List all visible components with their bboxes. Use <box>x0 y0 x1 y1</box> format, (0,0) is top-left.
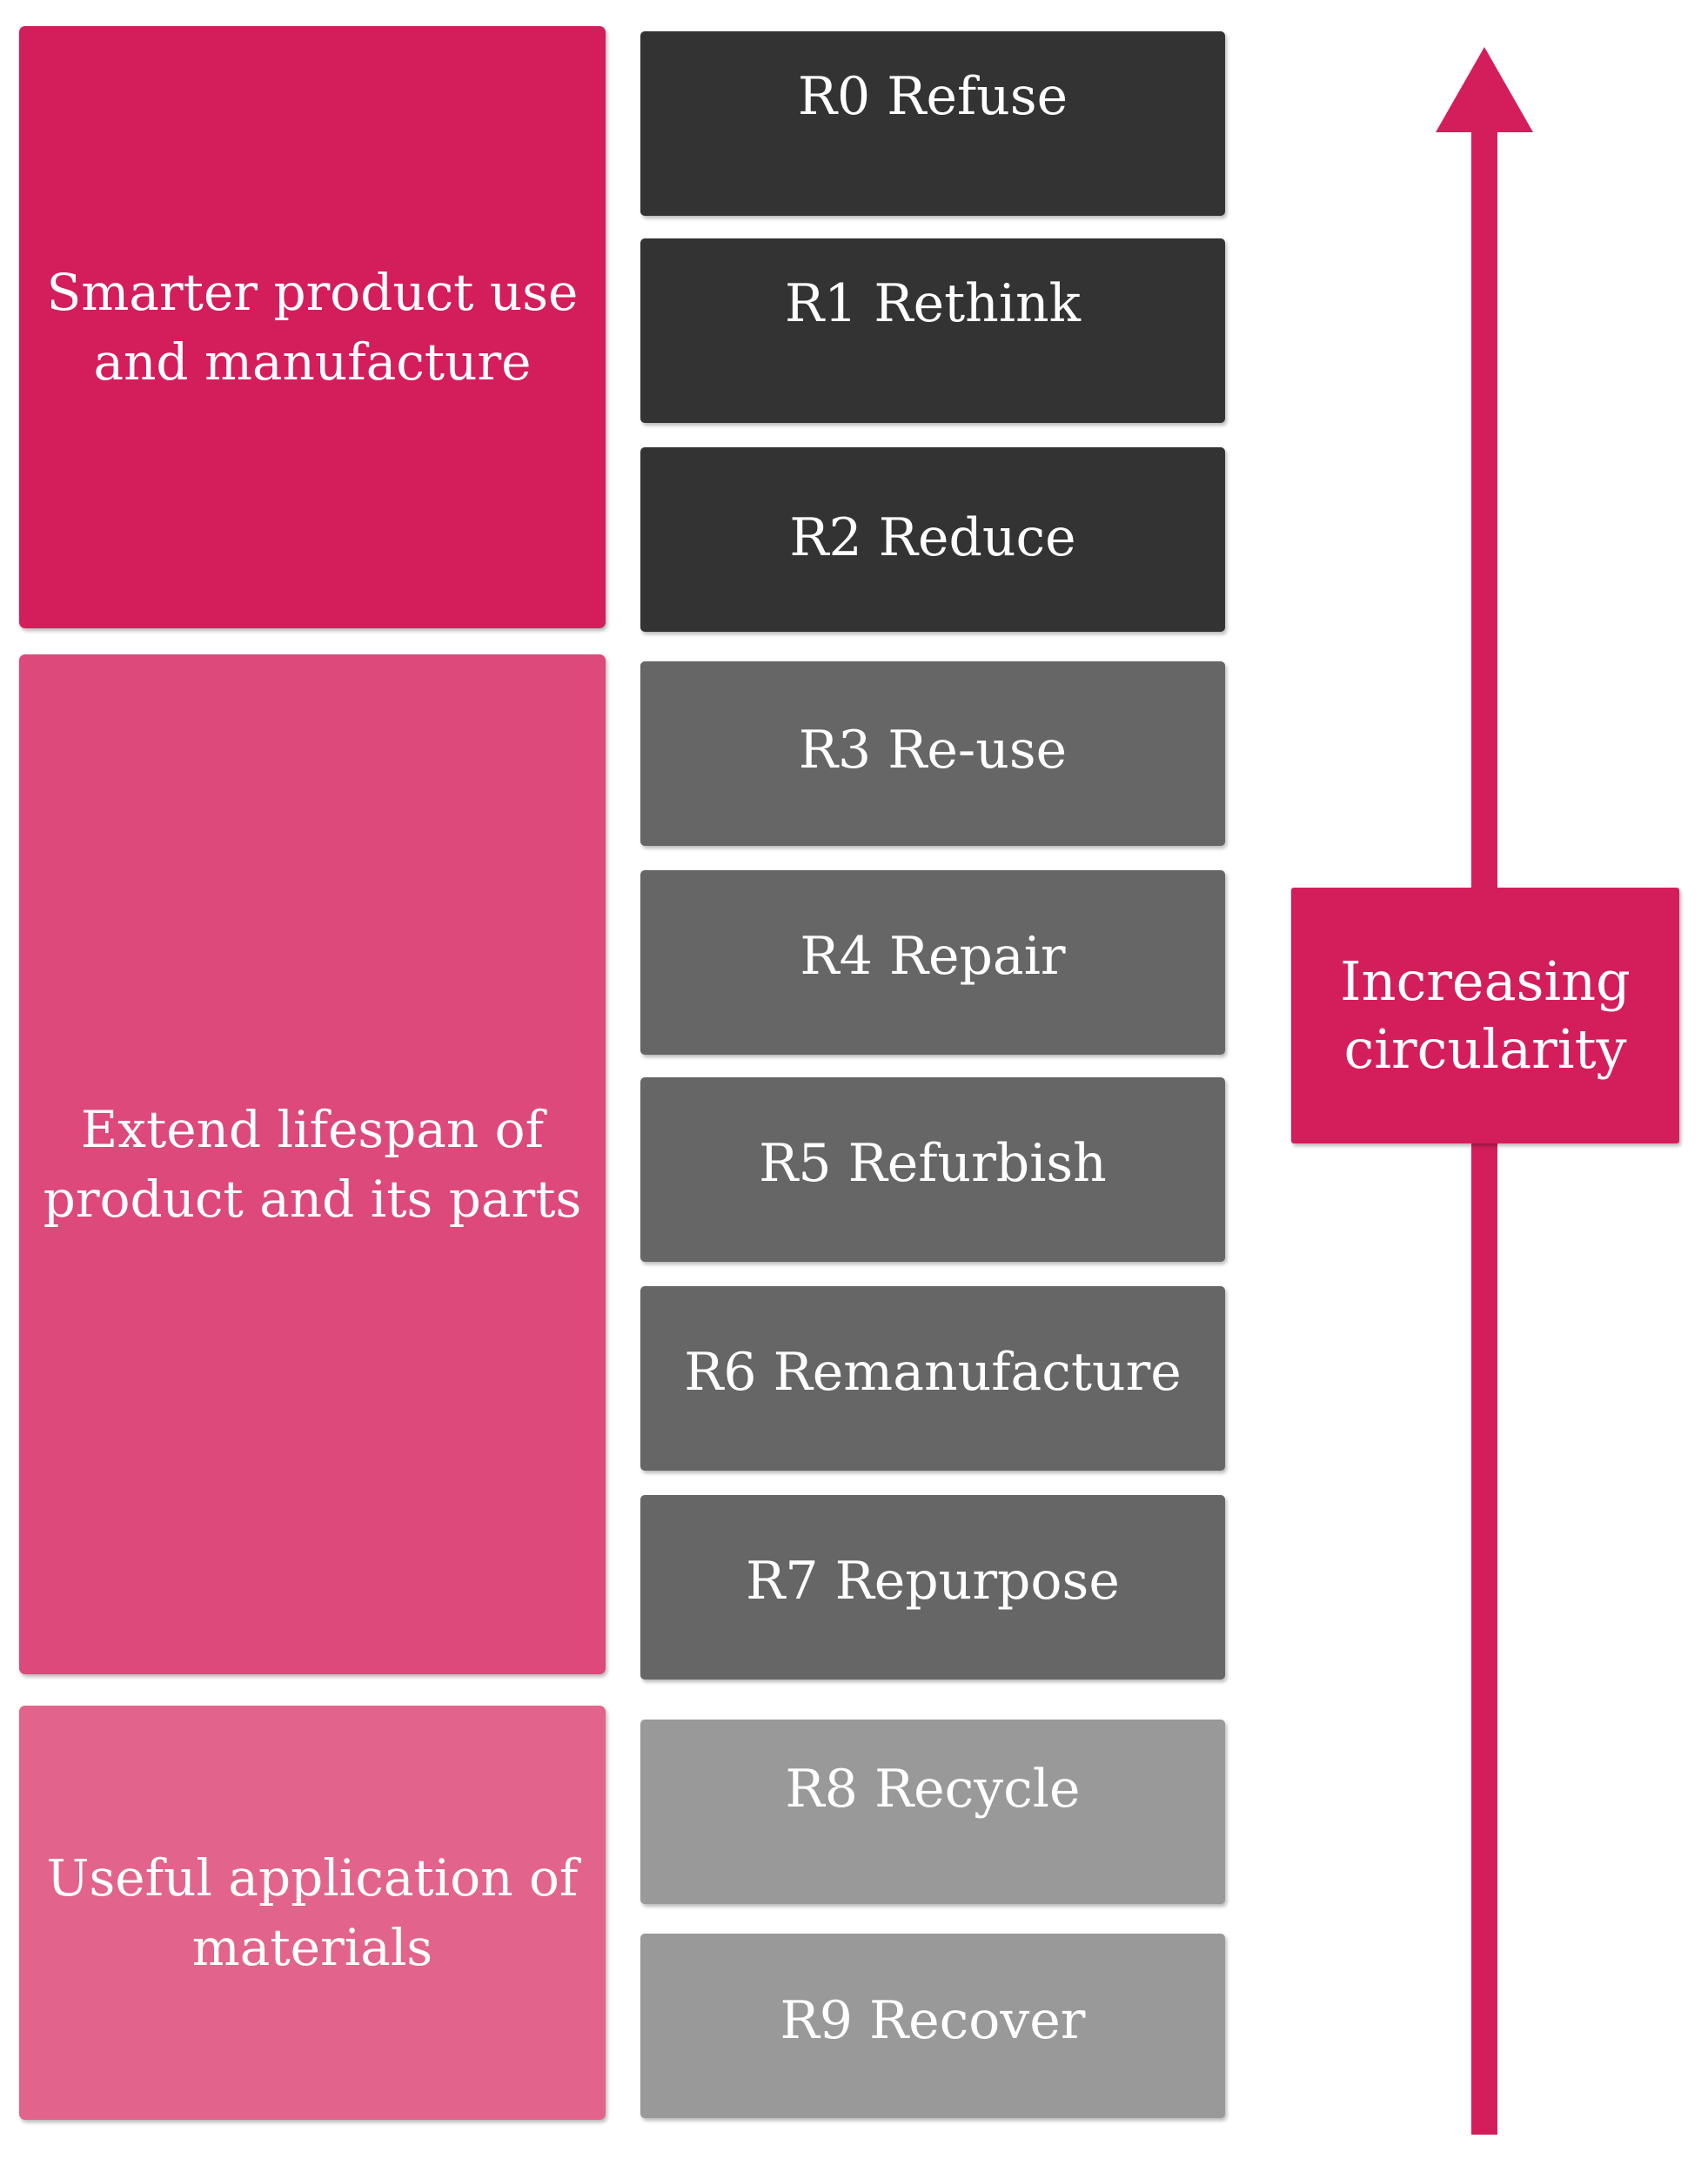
strategy-r9-recover: R9 Recover <box>640 1934 1225 2118</box>
strategy-label: R0 Refuse <box>797 66 1068 127</box>
strategy-label: R1 Rethink <box>784 273 1082 334</box>
strategy-label: R3 Re-use <box>798 720 1068 781</box>
strategy-r7-repurpose: R7 Repurpose <box>640 1495 1225 1680</box>
group-useful-application: Useful application of materials <box>19 1706 606 2120</box>
group-label: Extend lifespan of product and its parts <box>43 1100 582 1229</box>
strategy-label: R7 Repurpose <box>746 1551 1120 1612</box>
strategy-r2-reduce: R2 Reduce <box>640 447 1225 632</box>
group-label: Smarter product use and manufacture <box>46 263 579 392</box>
strategy-label: R5 Refurbish <box>759 1133 1107 1194</box>
strategy-label: R2 Reduce <box>789 507 1076 568</box>
strategy-r8-recycle: R8 Recycle <box>640 1720 1225 1904</box>
strategy-label: R9 Recover <box>780 1990 1086 2051</box>
arrow-label: Increasing circularity <box>1340 949 1631 1081</box>
strategy-label: R4 Repair <box>800 926 1066 987</box>
strategy-label: R8 Recycle <box>785 1759 1081 1820</box>
strategy-r3-reuse: R3 Re-use <box>640 661 1225 846</box>
strategy-label: R6 Remanufacture <box>684 1342 1182 1403</box>
arrow-head <box>1436 47 1533 132</box>
group-label: Useful application of materials <box>46 1848 579 1977</box>
increasing-circularity-label-box: Increasing circularity <box>1291 888 1679 1143</box>
strategy-r6-remanufacture: R6 Remanufacture <box>640 1286 1225 1471</box>
group-extend-lifespan: Extend lifespan of product and its parts <box>19 654 606 1674</box>
strategy-r4-repair: R4 Repair <box>640 870 1225 1055</box>
strategy-r0-refuse: R0 Refuse <box>640 31 1225 216</box>
group-smarter-use: Smarter product use and manufacture <box>19 26 606 628</box>
strategy-r5-refurbish: R5 Refurbish <box>640 1077 1225 1262</box>
strategy-r1-rethink: R1 Rethink <box>640 238 1225 423</box>
